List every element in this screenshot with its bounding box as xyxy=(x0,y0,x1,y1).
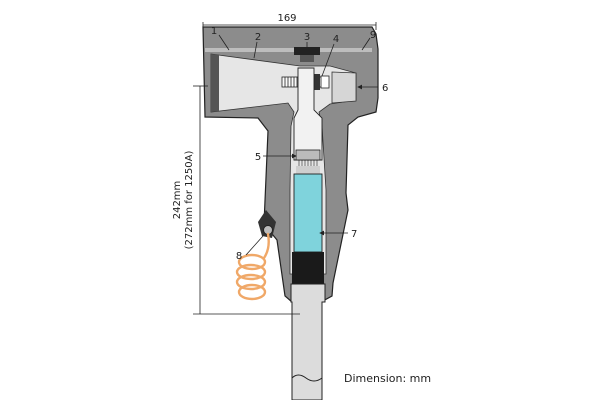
cable-jacket-break xyxy=(291,374,323,382)
height-dimension xyxy=(193,85,300,315)
width-dimension xyxy=(202,22,377,30)
height-dimension-note: (272mm for 1250A) xyxy=(184,151,195,250)
top-cap xyxy=(294,47,320,55)
earth-wire-coil xyxy=(235,232,270,301)
callout-3: 3 xyxy=(304,32,310,43)
cable-insulation xyxy=(293,173,323,253)
units-caption: Dimension: mm xyxy=(344,372,431,385)
callout-8: 8 xyxy=(236,251,242,262)
insulating-plug xyxy=(331,71,357,104)
stud-nut xyxy=(310,74,320,90)
width-dimension-label: 169 xyxy=(277,13,296,24)
top-strip xyxy=(205,48,372,52)
callout-6: 6 xyxy=(382,83,388,94)
height-dimension-label: 242mm xyxy=(172,181,183,220)
conductor-strands xyxy=(296,166,320,174)
lug-crimp xyxy=(295,149,321,161)
callout-5: 5 xyxy=(255,152,261,163)
leader-lines xyxy=(218,34,378,256)
cap-nut xyxy=(300,55,314,62)
semicon-layer xyxy=(292,252,324,284)
callout-4: 4 xyxy=(333,34,339,45)
cable-jacket xyxy=(290,283,326,401)
callout-7: 7 xyxy=(351,229,357,240)
cable-lug xyxy=(293,67,323,161)
stud-washer xyxy=(320,75,330,89)
callout-1: 1 xyxy=(211,26,217,37)
callout-9: 9 xyxy=(370,30,376,41)
entrance-stripe xyxy=(211,54,219,112)
callout-2: 2 xyxy=(255,32,261,43)
